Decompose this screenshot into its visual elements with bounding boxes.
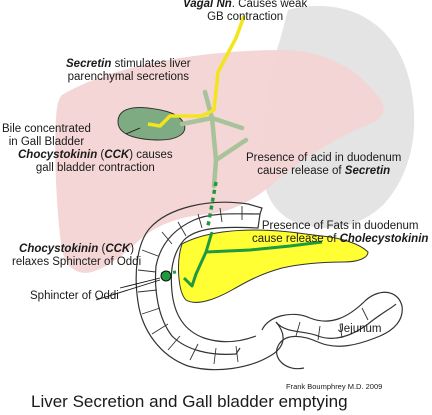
label-acid: Presence of acid in duodenum cause relea… xyxy=(246,152,401,178)
author-credit: Frank Boumphrey M.D. 2009 xyxy=(286,382,383,391)
bile-line1: Bile concentrated xyxy=(2,123,91,135)
bile-line2: in Gall Bladder xyxy=(8,136,85,148)
jejunum-shape xyxy=(261,291,403,370)
vagal-line2: GB contraction xyxy=(207,11,284,23)
label-vagal: Vagal Nn. Causes weak GB contraction xyxy=(183,0,307,24)
duodenum-wall xyxy=(149,201,263,355)
cck-sph-rest: ) xyxy=(130,243,135,255)
cck-sph-mid: ( xyxy=(98,243,106,255)
duodenal-folds xyxy=(137,206,243,365)
cck-gb-bold1: Chocystokinin xyxy=(18,149,98,161)
cck-gb-mid: ( xyxy=(97,149,105,161)
fats-line1: Presence of Fats in duodenum xyxy=(261,220,419,232)
label-jejunum: Jejunum xyxy=(338,323,382,335)
cck-gb-rest: ) causes xyxy=(129,149,173,161)
cck-sph-bold1: Chocystokinin xyxy=(19,243,99,255)
fats-pre: cause release of xyxy=(252,233,340,245)
fats-bold: Cholecystokinin xyxy=(339,233,429,245)
cck-gb-line2: gall bladder contraction xyxy=(35,162,155,174)
cck-gb-bold2: CCK xyxy=(104,149,130,161)
sphincter-of-oddi xyxy=(160,270,172,282)
label-cck-sphincter: Chocystokinin (CCK) relaxes Sphincter of… xyxy=(12,243,141,269)
label-sphincter-of-oddi: Sphincter of Oddi xyxy=(30,290,119,302)
pancreatic-duct-main xyxy=(205,240,323,254)
cck-sph-bold2: CCK xyxy=(105,243,131,255)
vagal-rest: . Causes weak xyxy=(231,0,308,10)
acid-bold: Secretin xyxy=(344,165,391,177)
pointer-lines xyxy=(95,127,161,301)
secretin-line2: parenchymal secretions xyxy=(67,71,190,83)
secretin-bold: Secretin xyxy=(66,58,112,70)
diagram-title: Liver Secretion and Gall bladder emptyin… xyxy=(31,392,348,411)
pancreas-shape xyxy=(178,229,369,303)
vagal-nerve xyxy=(147,15,246,128)
jejunum-inner xyxy=(275,303,397,339)
cck-sph-line2: relaxes Sphincter of Oddi xyxy=(12,256,142,268)
liver-shape xyxy=(55,50,384,273)
duodenum-outer xyxy=(170,213,261,343)
pancreatic-duct xyxy=(182,231,214,288)
label-cck-gallbladder: Chocystokinin (CCK) causes gall bladder … xyxy=(18,149,173,175)
label-fats: Presence of Fats in duodenum cause relea… xyxy=(252,220,428,246)
label-secretin-liver: Secretin stimulates liver parenchymal se… xyxy=(66,58,191,84)
jejunum-folds xyxy=(295,307,369,341)
acid-line1: Presence of acid in duodenum xyxy=(246,152,402,164)
bile-ducts xyxy=(179,89,249,189)
acid-pre: cause release of xyxy=(257,165,345,177)
vagal-bold: Vagal Nn xyxy=(183,0,232,10)
label-bile: Bile concentrated in Gall Bladder xyxy=(2,123,91,149)
secretin-rest: stimulates liver xyxy=(111,58,191,70)
